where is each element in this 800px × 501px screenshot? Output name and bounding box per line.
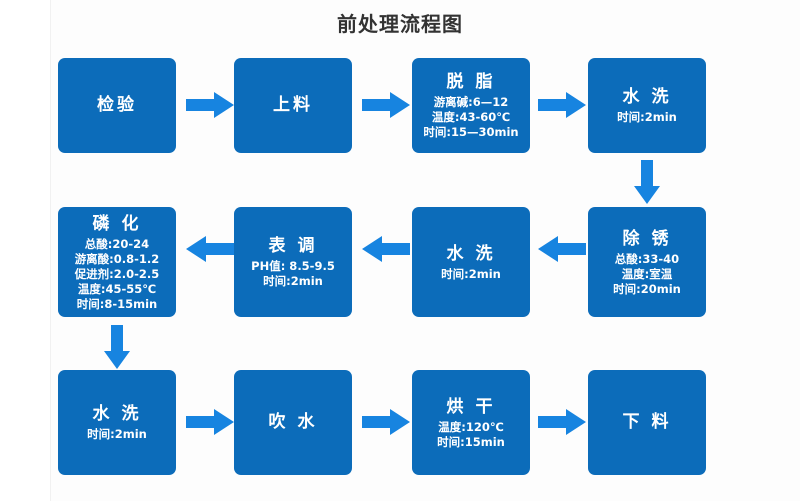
node-detail-line: 时间:2min <box>263 274 323 288</box>
node-label: 磷 化 <box>92 213 142 234</box>
arrow-left-icon <box>362 236 410 262</box>
node-detail-line: 时间:2min <box>87 427 147 441</box>
arrow-right-icon <box>538 409 586 435</box>
node-label: 烘 干 <box>446 396 496 417</box>
node-unloading[interactable]: 下 料 <box>588 370 706 475</box>
node-detail-line: 总酸:20-24 <box>84 236 150 251</box>
node-detail-line: 温度:45-55℃ <box>77 281 157 296</box>
node-detail-lines: 时间:2min <box>617 110 677 125</box>
node-loading[interactable]: 上料 <box>234 58 352 153</box>
arrow-right-icon <box>362 92 410 118</box>
node-label: 除 锈 <box>622 228 672 249</box>
arrow-down-icon <box>104 325 130 369</box>
node-label: 脱 脂 <box>446 72 496 92</box>
node-label: 上料 <box>273 94 313 115</box>
node-detail-line: 游离碱:6—12 <box>433 95 509 109</box>
node-detail-line: 总酸:33-40 <box>614 251 680 266</box>
node-detail-line: 温度:120℃ <box>438 419 504 434</box>
node-water-rinse-3[interactable]: 水 洗 时间:2min <box>58 370 176 475</box>
node-water-rinse-2[interactable]: 水 洗 时间:2min <box>412 207 530 317</box>
page-title: 前处理流程图 <box>337 12 463 36</box>
arrow-right-icon <box>186 92 234 118</box>
arrow-down-icon <box>634 160 660 204</box>
node-inspection[interactable]: 检验 <box>58 58 176 153</box>
node-label: 吹 水 <box>268 411 318 432</box>
arrow-right-icon <box>186 409 234 435</box>
node-label: 下 料 <box>622 411 672 432</box>
node-detail-line: 时间:15—30min <box>423 125 519 139</box>
node-detail-line: PH值: 8.5-9.5 <box>251 259 335 273</box>
node-detail-line: 时间:2min <box>617 110 677 124</box>
arrow-left-icon <box>538 236 586 262</box>
node-air-blow[interactable]: 吹 水 <box>234 370 352 475</box>
node-detail-lines: 时间:2min <box>87 427 147 442</box>
node-label: 水 洗 <box>622 87 672 107</box>
node-water-rinse-1[interactable]: 水 洗 时间:2min <box>588 58 706 153</box>
node-detail-line: 时间:15min <box>437 434 505 449</box>
node-detail-line: 时间:8-15min <box>76 296 158 311</box>
node-detail-line: 时间:20min <box>613 281 681 296</box>
node-detail-line: 时间:2min <box>441 266 501 281</box>
arrow-left-icon <box>186 236 234 262</box>
node-detail-line: 温度:43-60℃ <box>431 110 511 124</box>
arrow-right-icon <box>362 409 410 435</box>
node-detail-lines: 时间:2min <box>441 267 501 282</box>
node-label: 表 调 <box>268 236 318 256</box>
node-detail-line: 游离酸:0.8-1.2 <box>74 251 160 266</box>
node-detail-line: 温度:室温 <box>621 266 673 281</box>
arrow-right-icon <box>538 92 586 118</box>
node-label: 检验 <box>97 94 137 115</box>
node-label: 水 洗 <box>92 404 142 424</box>
node-label: 水 洗 <box>446 243 496 264</box>
node-detail-line: 促进剂:2.0-2.5 <box>74 266 160 281</box>
